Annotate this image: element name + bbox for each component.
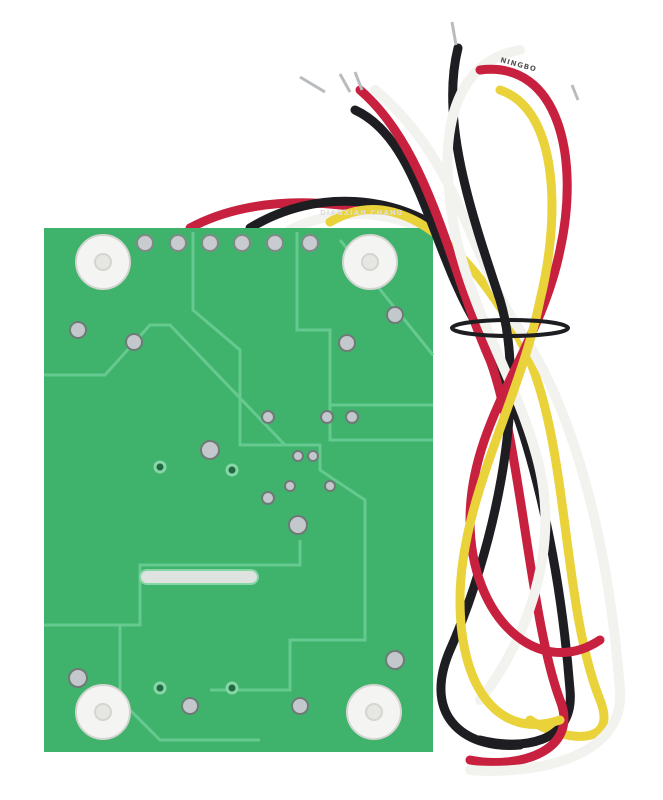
wire-terminals bbox=[299, 21, 580, 101]
wire-red-loop bbox=[355, 85, 569, 767]
board-substrate bbox=[44, 228, 433, 752]
solder-joints bbox=[68, 306, 405, 715]
through-holes bbox=[153, 460, 239, 695]
wire-print-chang: CHANG bbox=[370, 209, 403, 217]
cable-tie bbox=[450, 318, 570, 338]
wire-print-1: DIANXIAN CHANG bbox=[320, 209, 403, 217]
wire-print-dianxian: DIANXIAN bbox=[320, 209, 367, 217]
wire-yellow-top bbox=[455, 85, 565, 729]
wire-red-top bbox=[465, 64, 605, 657]
wire-black-top bbox=[436, 43, 525, 751]
pcb-board bbox=[44, 228, 435, 752]
wire-white-loop bbox=[370, 85, 626, 776]
mounting-standoffs bbox=[75, 234, 402, 740]
wire-black-loop bbox=[350, 105, 575, 749]
wire-white-top bbox=[442, 45, 551, 705]
wire-black-back bbox=[245, 196, 445, 235]
wire-bundle: DIANXIAN CHANG NINGBO bbox=[299, 21, 626, 776]
slot-cutout bbox=[139, 569, 259, 585]
header-pins bbox=[136, 234, 319, 252]
